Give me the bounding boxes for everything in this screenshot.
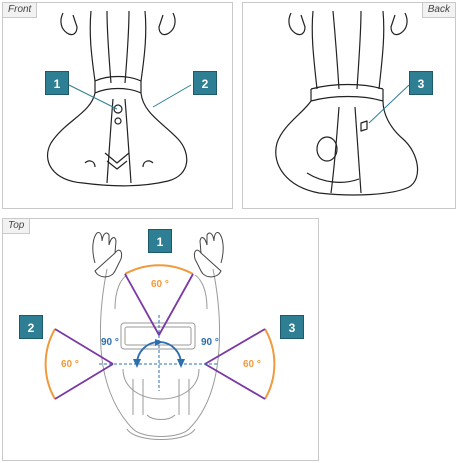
front-robot-drawing — [46, 10, 192, 187]
top-callout-3: 3 — [280, 315, 304, 339]
top-robot-drawing — [44, 232, 276, 440]
top-panel-label: Top — [3, 219, 31, 234]
top-view-panel: Top 1 2 3 60 ° 60 ° 60 ° 90 ° 90 ° — [2, 218, 319, 461]
front-view-panel: Front 1 2 — [2, 2, 233, 209]
back-view-panel: Back 3 — [242, 2, 456, 209]
left-sector-angle-label: 60 ° — [61, 359, 79, 370]
back-callout-3: 3 — [409, 71, 433, 95]
front-callout-2: 2 — [193, 71, 217, 95]
right-sector-angle-label: 60 ° — [243, 359, 261, 370]
top-callout-1: 1 — [148, 229, 172, 253]
front-sector-angle-label: 60 ° — [151, 279, 169, 290]
back-panel-label: Back — [421, 3, 455, 18]
front-callout-1: 1 — [45, 71, 69, 95]
front-panel-label: Front — [3, 3, 38, 18]
top-callout-2: 2 — [19, 315, 43, 339]
left-quarter-angle-label: 90 ° — [101, 337, 119, 348]
back-robot-drawing — [275, 10, 419, 196]
right-quarter-angle-label: 90 ° — [201, 337, 219, 348]
